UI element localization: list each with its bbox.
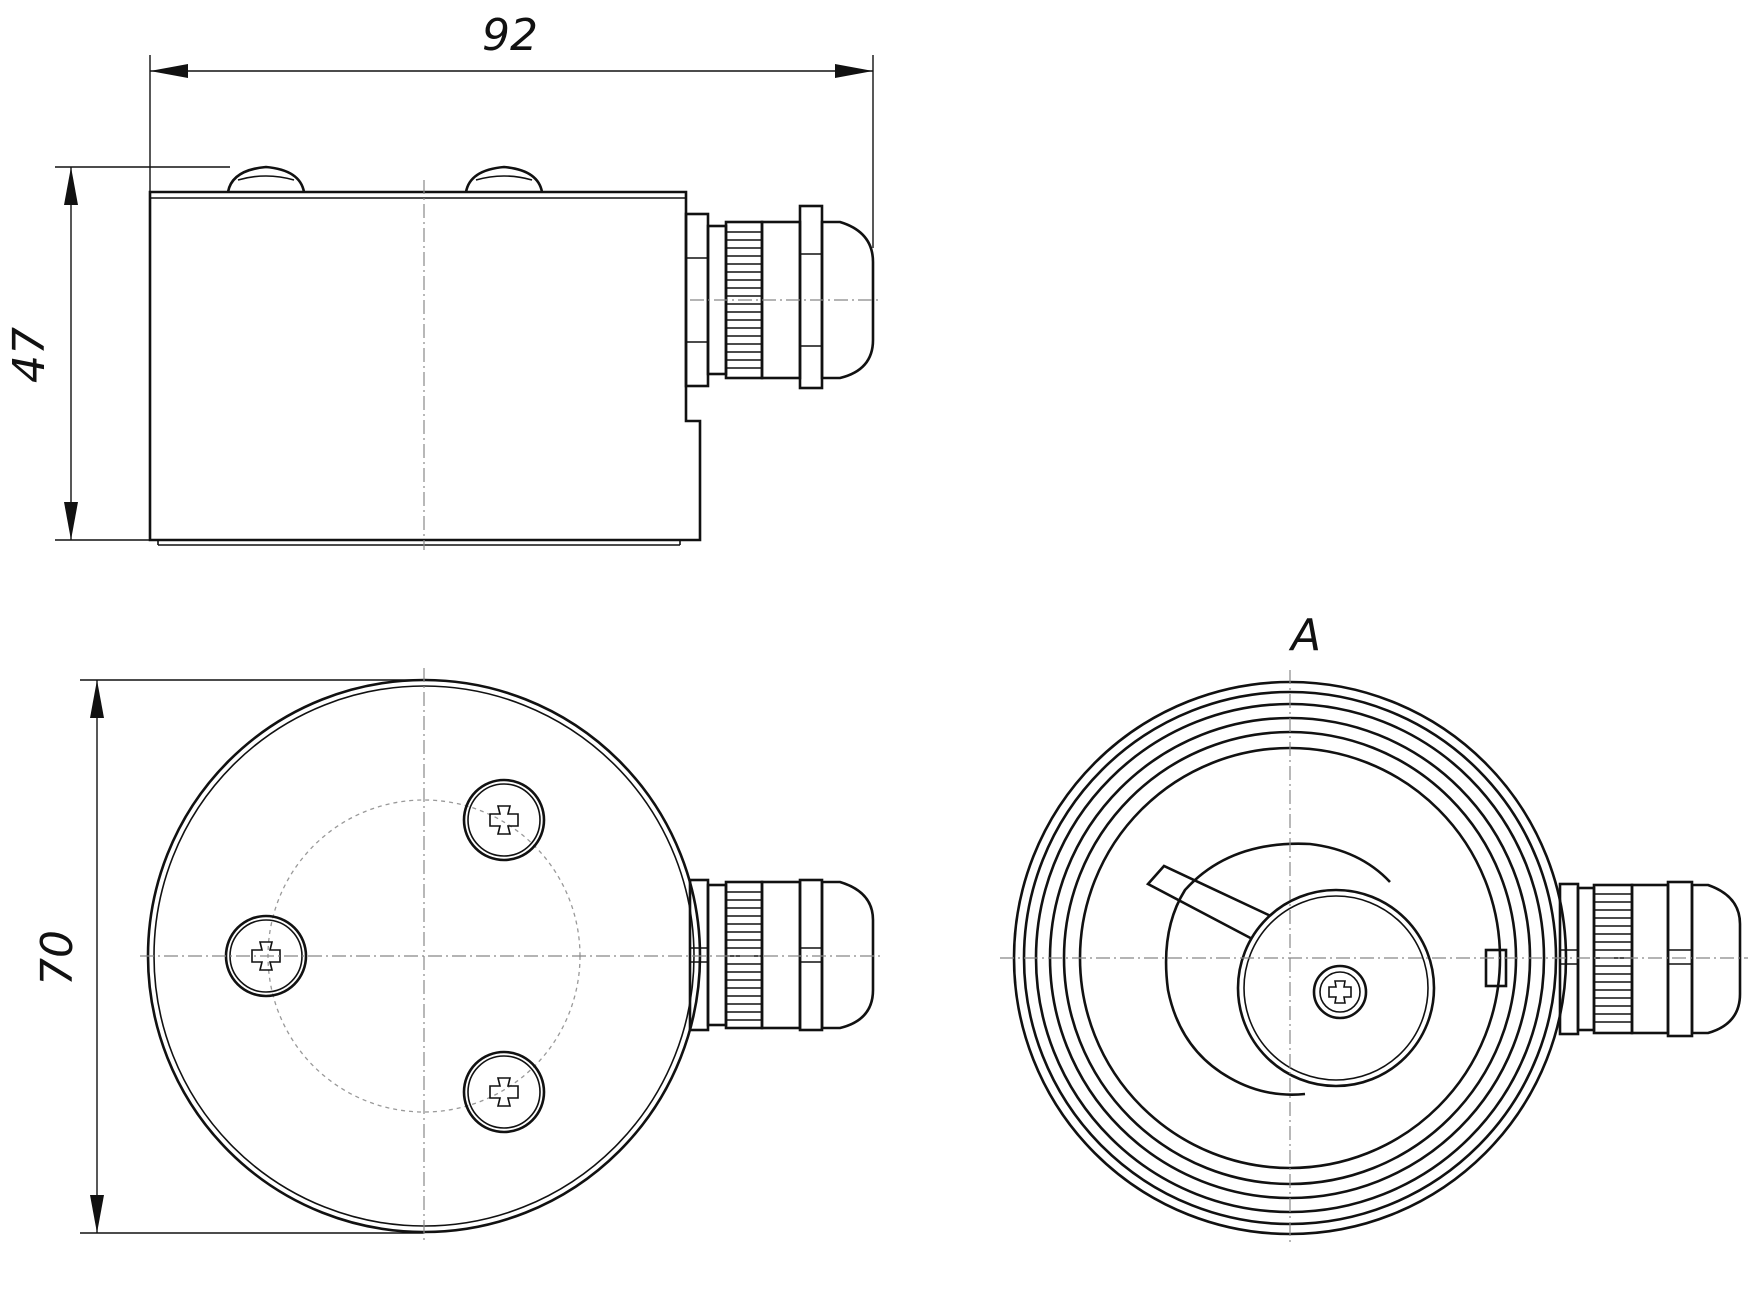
gland-thread-side xyxy=(726,231,762,369)
top-view: 70 xyxy=(32,668,880,1244)
side-view: 92 47 xyxy=(4,10,880,550)
cable-gland-top xyxy=(688,878,875,1032)
view-a-center-screw xyxy=(1312,964,1368,1020)
dimension-length: 92 xyxy=(149,10,874,248)
cable-gland-view-a xyxy=(1558,880,1742,1038)
housing-side xyxy=(148,190,702,546)
view-a-inner-boss xyxy=(1164,842,1391,1096)
dimension-height-label: 47 xyxy=(4,327,55,383)
screw-top-3 xyxy=(462,1050,546,1134)
screw-head-side-1 xyxy=(226,165,306,193)
dimension-diameter: 70 xyxy=(32,679,424,1234)
view-a-slot xyxy=(1484,948,1508,988)
screw-top-1 xyxy=(462,778,546,862)
dimension-diameter-label: 70 xyxy=(32,930,83,986)
view-a-label: A xyxy=(1288,610,1321,661)
view-a: A xyxy=(1000,610,1748,1246)
dimension-height: 47 xyxy=(4,166,230,541)
view-a-rotor-disk xyxy=(1236,888,1436,1088)
screw-head-side-2 xyxy=(464,165,544,193)
cable-gland-side xyxy=(684,204,875,390)
dimension-length-label: 92 xyxy=(482,10,538,61)
